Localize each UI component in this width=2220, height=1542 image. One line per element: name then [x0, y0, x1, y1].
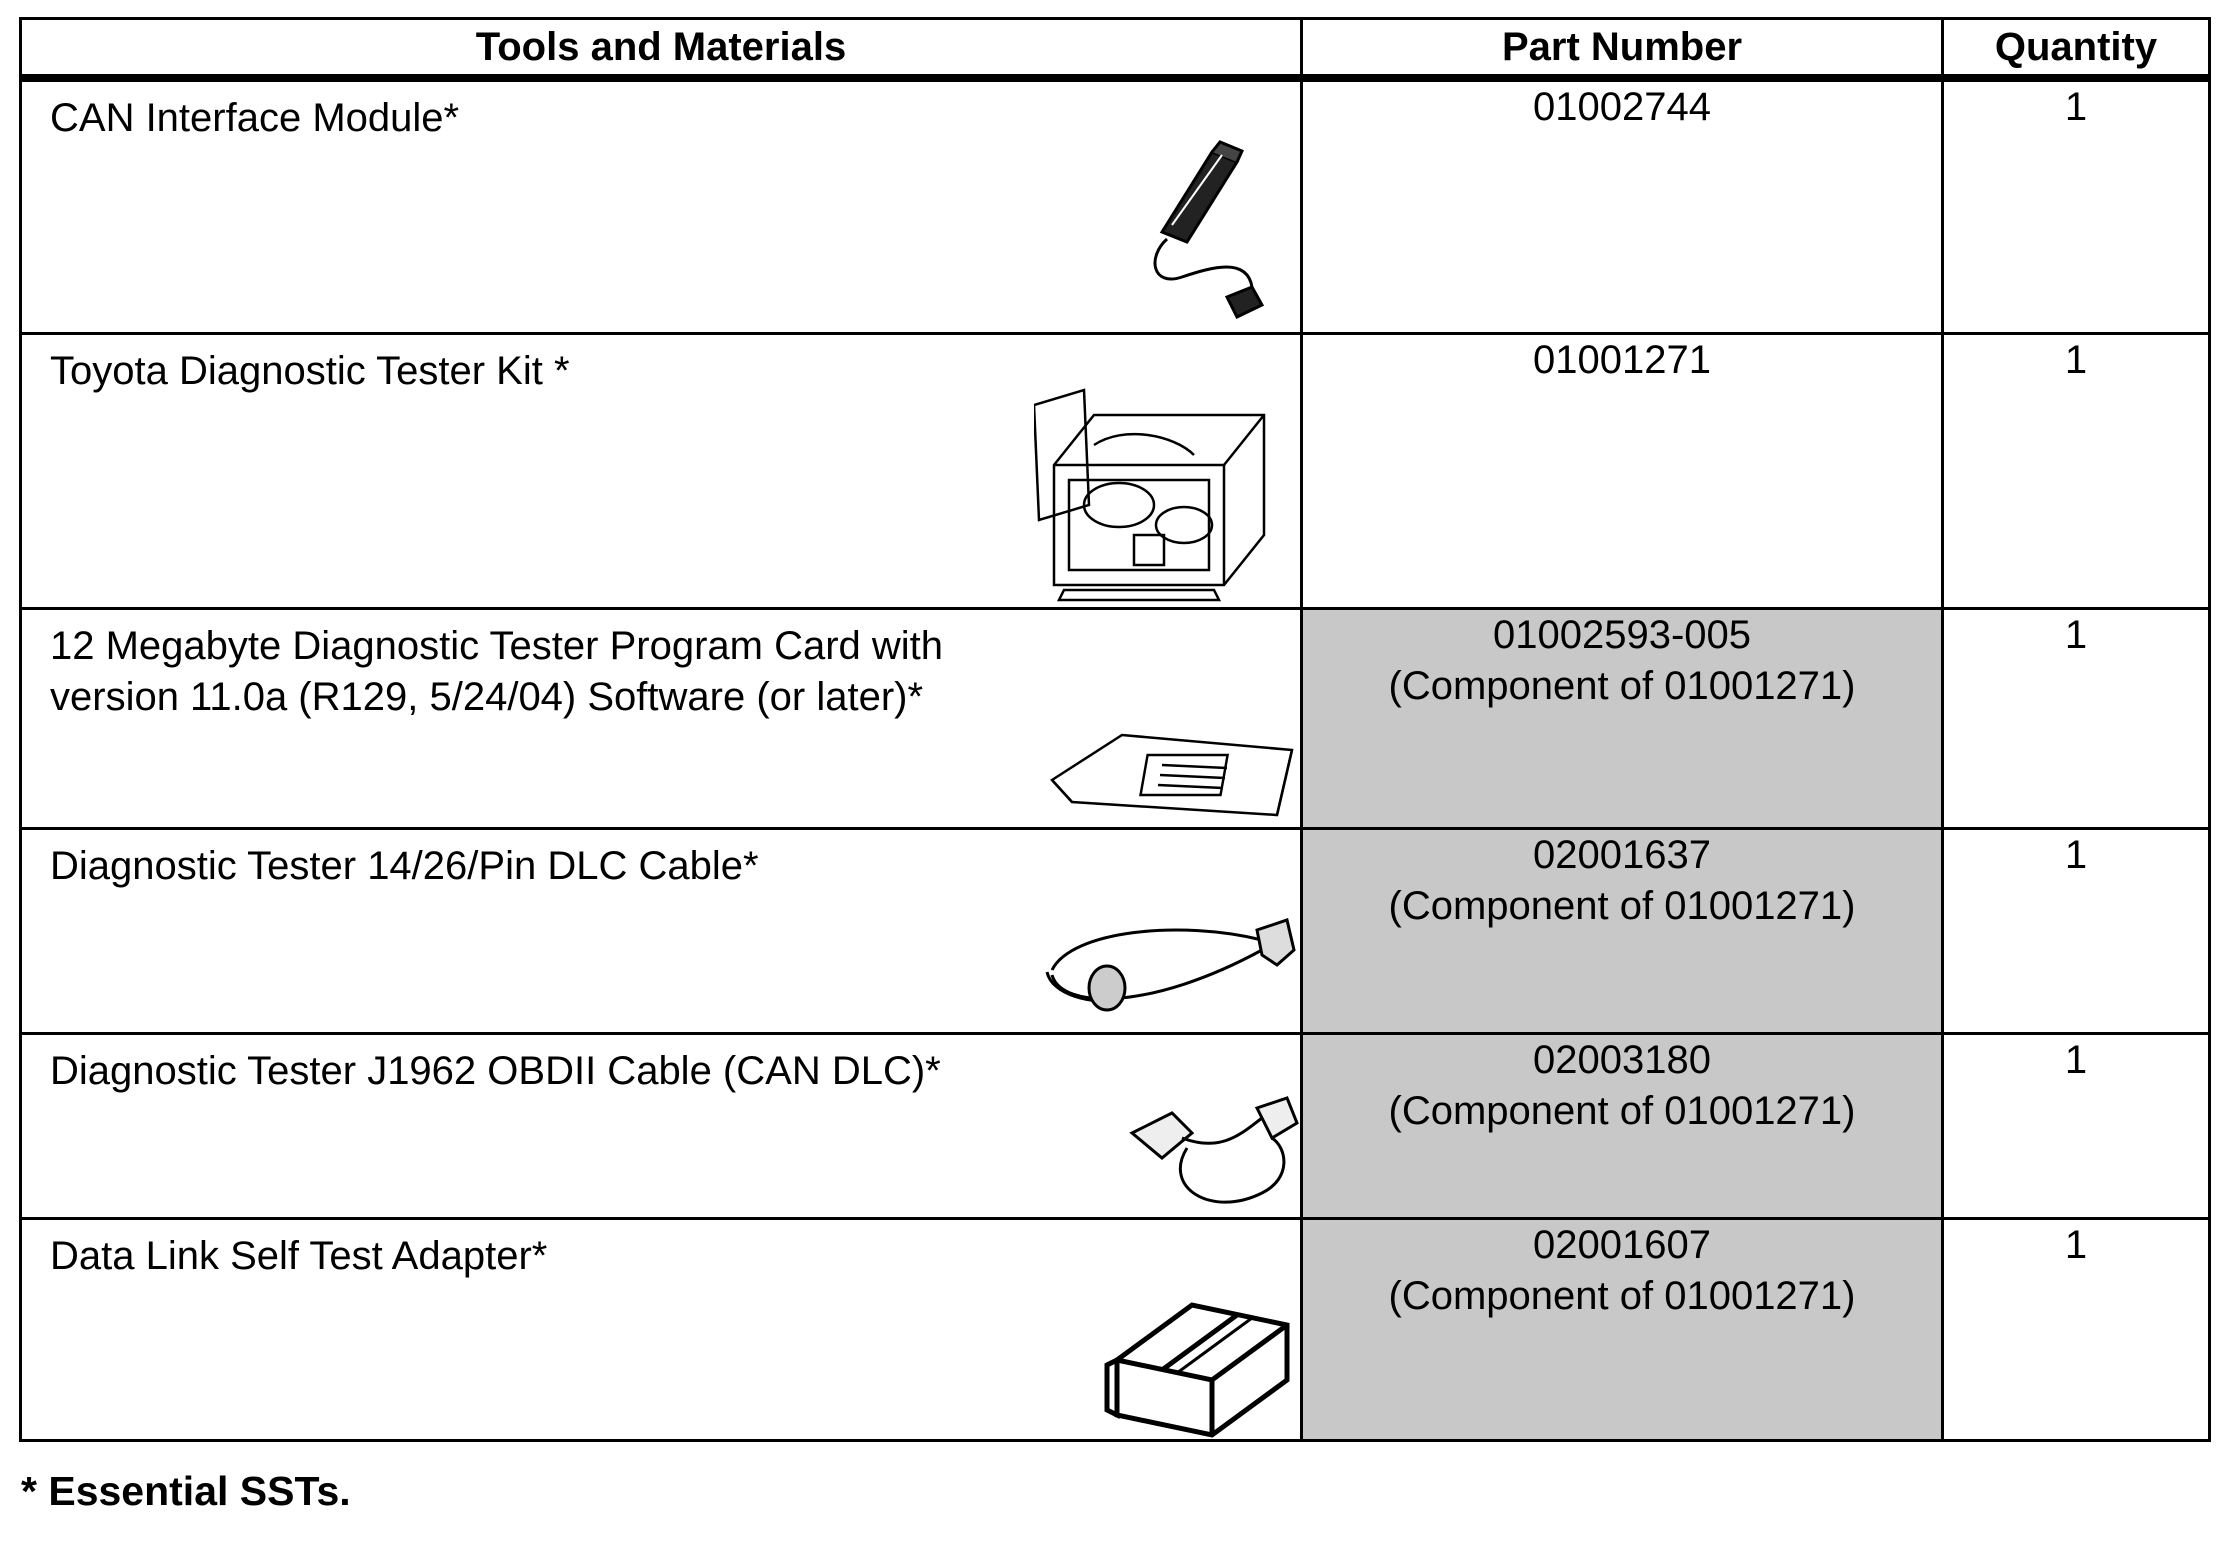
part-number: 02003180	[1533, 1037, 1711, 1082]
part-number: 02001607	[1533, 1222, 1711, 1267]
tool-description-cell: Data Link Self Test Adapter*	[19, 1216, 1303, 1442]
part-number-cell: 02001607 (Component of 01001271)	[1300, 1216, 1944, 1442]
self-test-adapter-icon	[1104, 1301, 1290, 1438]
tools-materials-table: Tools and Materials Part Number Quantity…	[19, 17, 2211, 1442]
part-number: 01001271	[1533, 337, 1711, 382]
part-note: (Component of 01001271)	[1388, 1273, 1856, 1318]
table-row: 12 Megabyte Diagnostic Tester Program Ca…	[19, 606, 2211, 830]
tool-description: Diagnostic Tester 14/26/Pin DLC Cable*	[50, 843, 759, 888]
dlc-cable-icon	[1045, 917, 1296, 1011]
tool-description-cell: Toyota Diagnostic Tester Kit *	[19, 331, 1303, 610]
table-row: Toyota Diagnostic Tester Kit *	[19, 331, 2211, 610]
tool-description: Diagnostic Tester J1962 OBDII Cable (CAN…	[50, 1048, 941, 1093]
quantity-cell: 1	[1941, 1031, 2211, 1220]
table-row: Data Link Self Test Adapter* 02001607 (C…	[19, 1216, 2211, 1442]
quantity-cell: 1	[1941, 606, 2211, 830]
part-note: (Component of 01001271)	[1388, 663, 1856, 708]
tester-kit-case-icon	[1034, 387, 1266, 601]
tool-description-cell: Diagnostic Tester 14/26/Pin DLC Cable*	[19, 826, 1303, 1035]
part-number-cell: 01001271	[1300, 331, 1944, 610]
part-number: 01002593-005	[1492, 612, 1752, 657]
part-number: 01002744	[1533, 85, 1711, 129]
quantity-cell: 1	[1941, 1216, 2211, 1442]
tool-description-cell: Diagnostic Tester J1962 OBDII Cable (CAN…	[19, 1031, 1303, 1220]
obdii-cable-icon	[1129, 1095, 1299, 1204]
part-number-cell: 01002744	[1300, 76, 1944, 335]
tool-description: 12 Megabyte Diagnostic Tester Program Ca…	[50, 623, 944, 719]
header-tools-materials: Tools and Materials	[19, 17, 1303, 82]
part-number-cell: 02001637 (Component of 01001271)	[1300, 826, 1944, 1035]
quantity-cell: 1	[1941, 331, 2211, 610]
table-row: CAN Interface Module* 01002744 1	[19, 76, 2211, 335]
quantity-cell: 1	[1941, 826, 2211, 1035]
tool-description: Toyota Diagnostic Tester Kit *	[50, 348, 570, 393]
tool-description-cell: 12 Megabyte Diagnostic Tester Program Ca…	[19, 606, 1303, 830]
footnote-essential-ssts: * Essential SSTs.	[21, 1468, 351, 1514]
header-quantity: Quantity	[1941, 17, 2211, 82]
part-note: (Component of 01001271)	[1388, 883, 1856, 928]
part-number: 02001637	[1533, 832, 1711, 877]
part-number-cell: 02003180 (Component of 01001271)	[1300, 1031, 1944, 1220]
part-number-cell: 01002593-005 (Component of 01001271)	[1300, 606, 1944, 830]
header-row: Tools and Materials Part Number Quantity	[19, 17, 2211, 82]
table-row: Diagnostic Tester J1962 OBDII Cable (CAN…	[19, 1031, 2211, 1220]
program-card-icon	[1050, 733, 1294, 816]
tool-description: Data Link Self Test Adapter*	[50, 1233, 548, 1278]
tool-description-cell: CAN Interface Module*	[19, 76, 1303, 335]
part-note: (Component of 01001271)	[1388, 1088, 1856, 1133]
quantity-cell: 1	[1941, 76, 2211, 335]
table-row: Diagnostic Tester 14/26/Pin DLC Cable* 0…	[19, 826, 2211, 1035]
can-interface-module-icon	[1153, 140, 1265, 319]
tool-description: CAN Interface Module*	[50, 96, 460, 140]
header-part-number: Part Number	[1300, 17, 1944, 82]
